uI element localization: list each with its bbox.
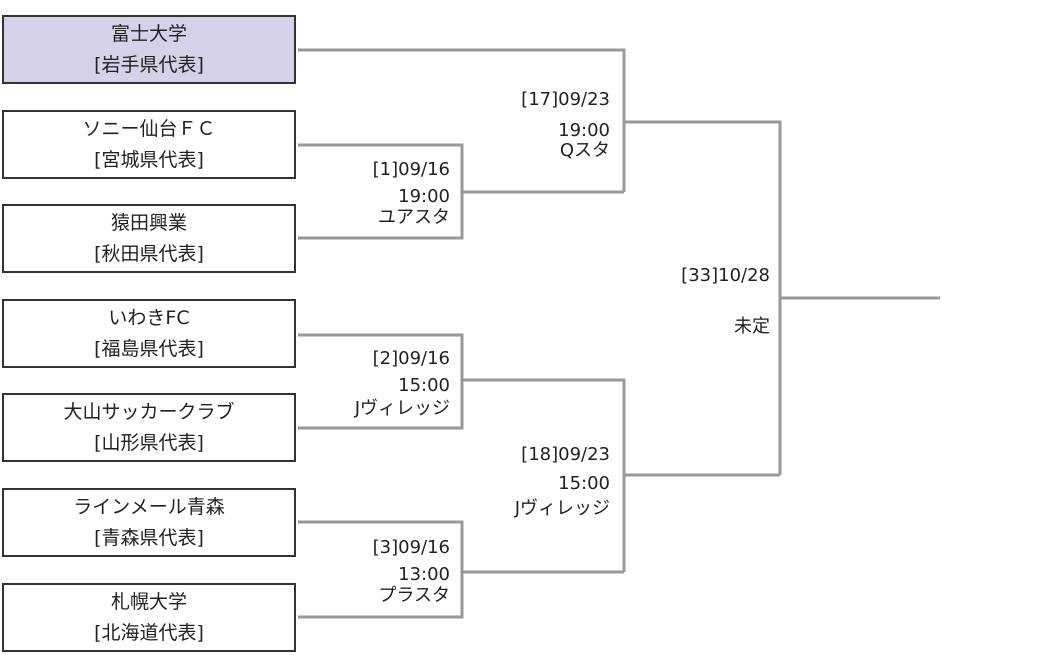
match-label: [18]09/23	[521, 444, 610, 465]
match-venue: ユアスタ	[378, 207, 450, 228]
match-label: [17]09/23	[521, 89, 610, 110]
team-box-sapporo-univ: 札幌大学 [北海道代表]	[2, 583, 296, 652]
match-info-33: [33]10/28 未定	[681, 262, 770, 340]
team-name: ラインメール青森	[73, 495, 225, 518]
match-time: 15:00	[398, 375, 450, 396]
match-info-2: [2]09/16 15:00 Jヴィレッジ	[355, 345, 450, 422]
team-name: いわきFC	[108, 306, 190, 329]
team-prefecture: [岩手県代表]	[94, 53, 204, 76]
team-prefecture: [宮城県代表]	[94, 148, 204, 171]
match-label: [2]09/16	[372, 348, 450, 369]
bracket-line-match17-out	[624, 120, 782, 475]
team-name: 大山サッカークラブ	[63, 400, 235, 423]
team-name: 札幌大学	[110, 590, 187, 613]
team-prefecture: [青森県代表]	[94, 526, 204, 549]
team-name: ソニー仙台ＦＣ	[82, 117, 216, 140]
bracket-line-team1	[298, 48, 626, 192]
match-venue: 未定	[734, 316, 770, 337]
team-name: 猿田興業	[110, 211, 187, 234]
team-box-sony-sendai: ソニー仙台ＦＣ [宮城県代表]	[2, 110, 296, 179]
match-label: [33]10/28	[681, 265, 770, 286]
match-venue: Jヴィレッジ	[354, 398, 450, 419]
match-info-18: [18]09/23 15:00 Jヴィレッジ	[515, 441, 610, 522]
team-prefecture: [北海道代表]	[94, 621, 204, 644]
match-info-1: [1]09/16 19:00 ユアスタ	[373, 156, 450, 231]
team-prefecture: [秋田県代表]	[94, 242, 204, 265]
bracket-line-match3	[298, 520, 464, 619]
match-time: 19:00	[398, 186, 450, 207]
team-box-oyama-sc: 大山サッカークラブ [山形県代表]	[2, 393, 296, 462]
match-label: [3]09/16	[372, 537, 450, 558]
match-time: 15:00	[558, 473, 610, 494]
team-prefecture: [福島県代表]	[94, 337, 204, 360]
match-time: 13:00	[398, 564, 450, 585]
match-venue: Qスタ	[559, 140, 610, 161]
team-name: 富士大学	[110, 22, 187, 45]
match-label: [1]09/16	[372, 159, 450, 180]
team-box-fuji-univ: 富士大学 [岩手県代表]	[2, 15, 296, 84]
match-info-3: [3]09/16 13:00 プラスタ	[373, 534, 450, 609]
team-box-iwaki-fc: いわきFC [福島県代表]	[2, 299, 296, 368]
match-venue: プラスタ	[378, 585, 450, 606]
match-info-17: [17]09/23 19:00 Qスタ	[521, 86, 610, 164]
team-box-reinmeer-aomori: ラインメール青森 [青森県代表]	[2, 488, 296, 557]
match-venue: Jヴィレッジ	[514, 498, 610, 519]
team-box-saruta-kogyo: 猿田興業 [秋田県代表]	[2, 204, 296, 273]
match-time: 19:00	[558, 120, 610, 141]
team-prefecture: [山形県代表]	[94, 431, 204, 454]
bracket-line-match2-out	[462, 378, 626, 572]
